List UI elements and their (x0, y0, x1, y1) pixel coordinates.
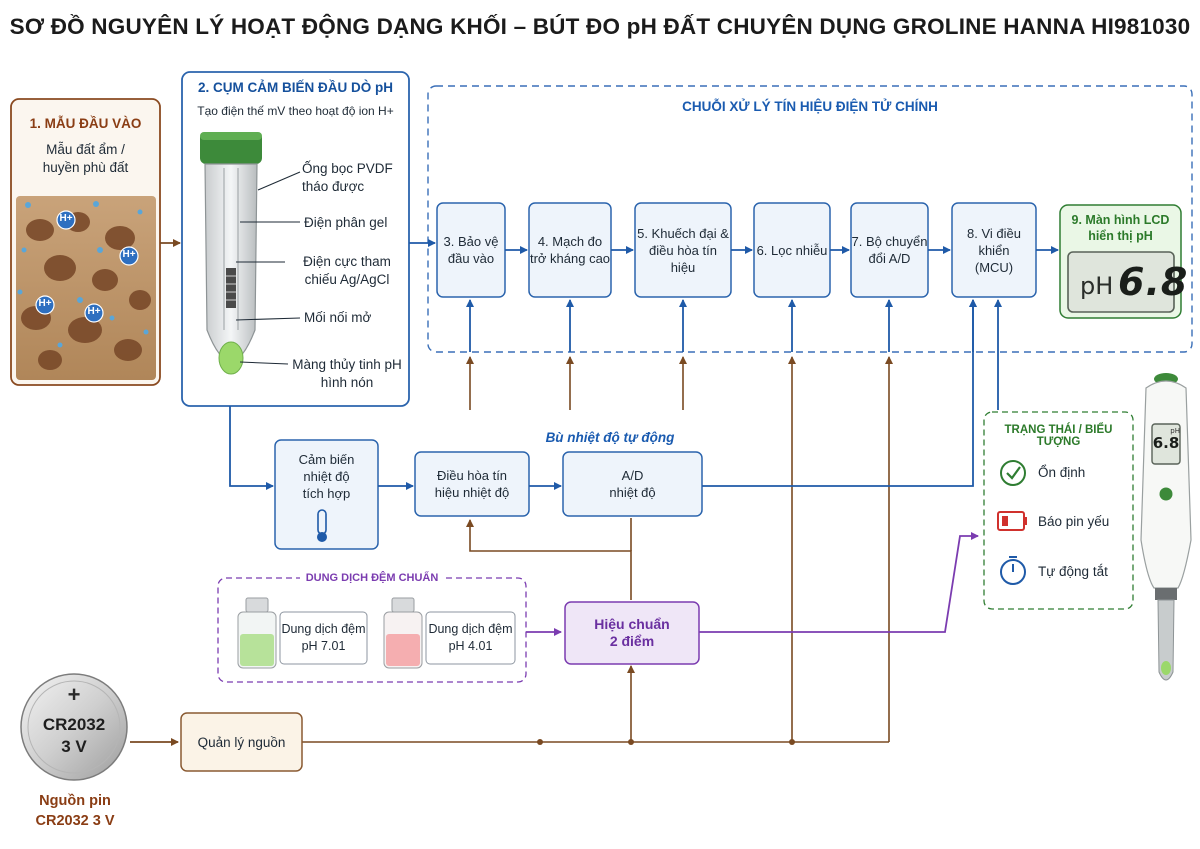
temp-cond-line1: Điều hòa tín (436, 468, 508, 483)
battery-voltage: 3 V (61, 737, 87, 756)
thermometer-icon (317, 509, 327, 542)
battery-caption-2: CR2032 3 V (35, 813, 115, 829)
hydrogen-ion-label: H+ (122, 249, 136, 260)
temp-conditioning-block: Điều hòa tín hiệu nhiệt độ (415, 452, 529, 516)
block-noise-filter: 6. Lọc nhiễu (754, 203, 830, 297)
block-adc-line2: đổi A/D (868, 251, 911, 266)
processing-blocks (436, 202, 1037, 298)
probe-label-sleeve: Ống bọc PVDF tháo được (302, 161, 393, 194)
main-chain-title: CHUỖI XỬ LÝ TÍN HIỆU ĐIỆN TỬ CHÍNH (682, 99, 938, 114)
block-adc: 7. Bộ chuyển đổi A/D (851, 203, 928, 297)
calibration-line1: Hiệu chuẩn (594, 616, 670, 632)
block-amplifier: 5. Khuếch đại & điều hòa tín hiệu (635, 203, 731, 297)
block-noise-filter-line1: 6. Lọc nhiễu (756, 242, 828, 258)
block-mcu-line2: (MCU) (974, 259, 1014, 275)
buffer-boxes (279, 611, 516, 665)
buffer-title-text: DUNG DỊCH ĐỆM CHUẨN (299, 572, 445, 584)
lcd-title: 9. Màn hình LCD hiển thị pH (1060, 212, 1181, 244)
check-icon (1000, 460, 1026, 486)
lcd-unit: pH (1080, 272, 1114, 300)
temp-adc-line2: nhiệt độ (609, 485, 656, 500)
status-low-battery: Báo pin yếu (1038, 514, 1110, 529)
block-input-protection: 3. Bảo vệ đầu vào (437, 203, 505, 297)
battery-plus-symbol: + (67, 682, 81, 707)
block-adc-line1: 7. Bộ chuyển (851, 234, 928, 249)
battery-caption-1: Nguồn pin (39, 793, 111, 809)
water-drops (17, 201, 149, 348)
status-frame (983, 411, 1134, 610)
soil-clods (21, 212, 151, 370)
buffer-bottle-401-icon (383, 597, 423, 669)
ph-pen-meter-icon (1140, 373, 1192, 681)
temp-blocks (274, 439, 703, 550)
pen-display-value: 6.8 (1152, 434, 1180, 452)
probe-label-junction: Mối nối mở (304, 310, 372, 325)
battery-model: CR2032 (42, 715, 106, 734)
lcd-title-line2: hiển thị pH (1088, 229, 1153, 243)
temp-sensor-line2: nhiệt độ (303, 468, 350, 484)
calibration-box (564, 601, 700, 665)
calibration-line2: 2 điểm (609, 633, 655, 649)
temp-adc-block: A/D nhiệt độ (563, 452, 702, 516)
block-mcu-line1: 8. Vi điều khiển (967, 225, 1021, 258)
lcd-title-line1: 9. Màn hình LCD (1071, 213, 1170, 227)
buffer-title: DUNG DỊCH ĐỆM CHUẨN (218, 572, 526, 584)
probe-subtitle: Tạo điện thế mV theo hoạt độ ion H+ (197, 104, 394, 118)
hydrogen-ions (35, 210, 139, 323)
block-mcu: 8. Vi điều khiển (MCU) (952, 203, 1036, 297)
temp-sensor-line1: Cảm biến (298, 451, 355, 467)
temp-adc-line1: A/D (621, 468, 644, 483)
buffer-701-label: Dung dịch đệm pH 7.01 (280, 612, 367, 664)
buffer-701-line1: Dung dịch đệm (281, 622, 366, 636)
buffer-701-line2: pH 7.01 (301, 639, 346, 653)
sample-title: 1. MẪU ĐẦU VÀO (29, 116, 142, 131)
probe-label-membrane: Màng thủy tinh pH hình nón (292, 357, 402, 390)
temp-cond-line2: hiệu nhiệt độ (434, 485, 510, 500)
temp-sensor-line3: tích hợp (302, 485, 351, 501)
status-title: TRẠNG THÁI / BIỂU TƯỢNG (1004, 424, 1113, 448)
sample-desc-1: Mẫu đất ẩm / (46, 142, 125, 157)
sample-desc-2: huyền phù đất (42, 160, 129, 175)
cr2032-battery-icon (20, 673, 128, 781)
block-input-protection-line2: đầu vào (447, 251, 495, 266)
block-amplifier-line1: 5. Khuếch đại & (637, 225, 729, 241)
lcd-box (1059, 204, 1182, 319)
block-input-protection-line1: 3. Bảo vệ (443, 234, 499, 249)
pen-display-unit: pH (1170, 427, 1180, 435)
temp-sensor-block: Cảm biến nhiệt độ tích hợp (275, 448, 378, 504)
power-management-label: Quản lý nguồn (197, 734, 286, 750)
hydrogen-ion-label: H+ (38, 298, 52, 309)
status-stable: Ổn định (1038, 465, 1086, 480)
calibration-label: Hiệu chuẩn 2 điểm (565, 602, 699, 664)
buffer-401-line2: pH 4.01 (448, 639, 493, 653)
low-battery-icon (997, 511, 1027, 531)
probe-box (181, 71, 410, 407)
temp-compensation-label: Bù nhiệt độ tự động (545, 430, 675, 445)
auto-off-timer-icon (1000, 556, 1026, 585)
ph-probe-icon (200, 132, 262, 375)
hydrogen-ion-label: H+ (87, 306, 101, 317)
buffer-401-line1: Dung dịch đệm (428, 622, 513, 636)
status-auto-off: Tự động tắt (1038, 564, 1108, 579)
block-high-impedance: 4. Mạch đo trở kháng cao (529, 203, 611, 297)
probe-title: 2. CỤM CẢM BIẾN ĐẦU DÒ pH (198, 80, 393, 95)
lcd-value: 6.8 (1118, 260, 1189, 304)
main-chain-frame (427, 85, 1193, 353)
buffer-bottle-701-icon (237, 597, 277, 669)
probe-label-gel: Điện phân gel (304, 215, 388, 230)
buffer-401-label: Dung dịch đệm pH 4.01 (426, 612, 515, 664)
block-high-impedance-line1: 4. Mạch đo (537, 234, 603, 249)
sample-box (10, 98, 161, 386)
page-title: SƠ ĐỒ NGUYÊN LÝ HOẠT ĐỘNG DẠNG KHỐI – BÚ… (9, 14, 1191, 39)
block-amplifier-line2: điều hòa tín hiệu (649, 242, 717, 275)
probe-label-reference: Điện cực tham chiếu Ag/AgCl (303, 254, 391, 287)
block-high-impedance-line2: trở kháng cao (529, 251, 611, 266)
power-management-box (180, 712, 303, 772)
hydrogen-ion-label: H+ (59, 213, 73, 224)
